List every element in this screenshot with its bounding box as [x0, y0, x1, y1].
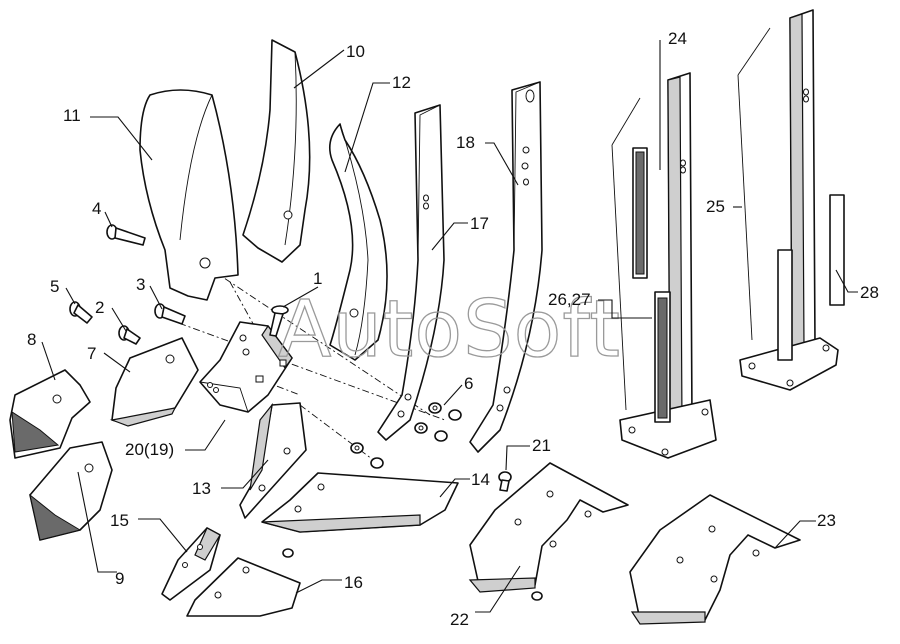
- callout-23: 23: [817, 511, 836, 530]
- construction-lines: [611, 27, 771, 411]
- part-24-post: [619, 72, 717, 459]
- callout-13: 13: [192, 479, 211, 498]
- part-17-shank: [377, 104, 445, 441]
- callout-11: 11: [63, 106, 81, 125]
- callout-8: 8: [27, 330, 36, 349]
- part-22-slotted-share: [468, 462, 629, 601]
- callout-15: 15: [110, 511, 129, 530]
- part-16-plate: [186, 548, 301, 617]
- callout-7: 7: [87, 344, 96, 363]
- callout-24: 24: [668, 29, 687, 48]
- callout-12: 12: [392, 73, 411, 92]
- callout-18: 18: [456, 133, 475, 152]
- part-11-moldboard: [139, 89, 239, 301]
- part-6-nuts: [350, 402, 462, 469]
- part-18-shank: [469, 81, 543, 453]
- part-3-bolt: [154, 303, 186, 325]
- callout-2: 2: [95, 298, 104, 317]
- callout-4: 4: [92, 199, 101, 218]
- part-23-slotted-share: [629, 494, 801, 625]
- callout-25: 25: [706, 197, 725, 216]
- part-7-share-tip: [109, 337, 199, 427]
- part-1-bolt: [269, 305, 289, 337]
- part-4-bolt: [106, 224, 146, 246]
- callout-17: 17: [470, 214, 489, 233]
- callout-3: 3: [136, 275, 145, 294]
- callout-26-27: 26,27: [548, 290, 591, 309]
- callout-5: 5: [50, 277, 59, 296]
- part-13-wing-plate: [239, 402, 307, 519]
- callout-21: 21: [532, 436, 551, 455]
- callout-10: 10: [346, 42, 365, 61]
- callout-20-19: 20(19): [125, 440, 174, 459]
- callout-22: 22: [450, 610, 469, 629]
- watermark: AutoSoft: [278, 285, 621, 375]
- callouts: 1 2 3 4 5 6 7 8 9 10 11 12 13 14 15 16 1: [27, 29, 879, 629]
- callout-9: 9: [115, 569, 124, 588]
- callout-14: 14: [471, 470, 490, 489]
- part-14-wide-share: [261, 472, 459, 533]
- callout-28: 28: [860, 283, 879, 302]
- part-15-small-wing: [161, 527, 221, 601]
- part-5-bolt: [69, 301, 93, 324]
- callout-6: 6: [464, 374, 473, 393]
- part-20-frog: [199, 321, 293, 413]
- callout-16: 16: [344, 573, 363, 592]
- callout-1: 1: [313, 269, 322, 288]
- part-25-post: [739, 9, 845, 391]
- part-8-serrated-tip: [9, 369, 91, 459]
- part-12-curved-blade: [329, 123, 388, 361]
- part-10-wing: [242, 39, 311, 263]
- part-2-bolt: [118, 325, 141, 345]
- part-9-serrated-point: [29, 441, 113, 541]
